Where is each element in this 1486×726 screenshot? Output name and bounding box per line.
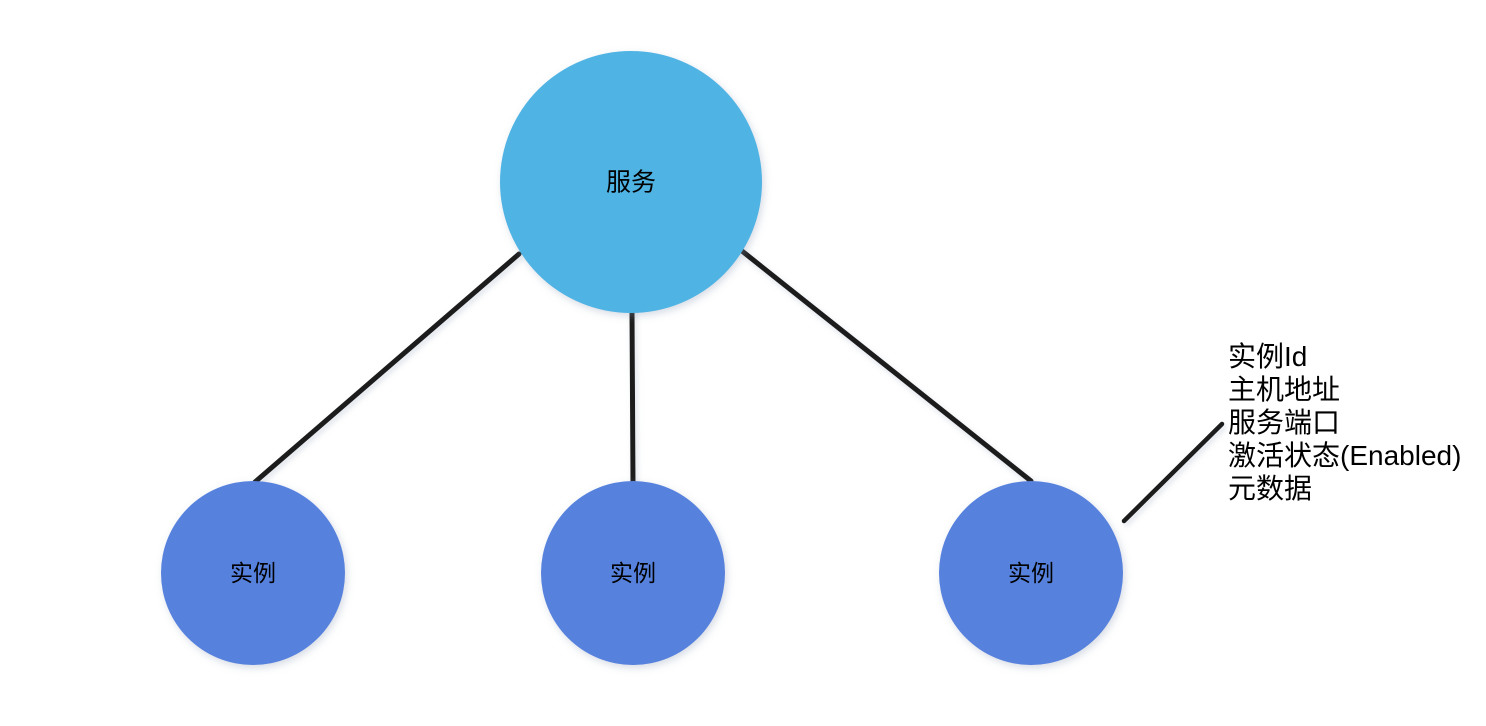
- node-instance-1-label: 实例: [230, 560, 276, 586]
- node-instance-2[interactable]: 实例: [541, 481, 725, 665]
- edge-service-instance-2: [629, 308, 636, 486]
- node-instance-3[interactable]: 实例: [939, 481, 1123, 665]
- node-instance-1[interactable]: 实例: [161, 481, 345, 665]
- annotation-leader-line: [1121, 421, 1225, 524]
- annotation-leader-group: [1121, 421, 1225, 524]
- edge-service-instance-1: [252, 251, 522, 485]
- instance-attribute-line: 元数据: [1228, 473, 1312, 504]
- node-instance-2-label: 实例: [610, 560, 656, 586]
- node-instance-2-circle[interactable]: [541, 481, 725, 665]
- node-instance-3-label: 实例: [1008, 560, 1054, 586]
- edge-service-instance-3: [739, 248, 1034, 484]
- node-instance-1-circle[interactable]: [161, 481, 345, 665]
- instance-attribute-line: 激活状态(Enabled): [1228, 440, 1461, 471]
- node-service-label: 服务: [606, 169, 656, 197]
- instance-attribute-line: 实例Id: [1228, 341, 1307, 372]
- node-service-circle[interactable]: [500, 51, 762, 313]
- node-instance-3-circle[interactable]: [939, 481, 1123, 665]
- instance-attribute-line: 主机地址: [1228, 374, 1340, 405]
- node-service[interactable]: 服务: [500, 51, 762, 313]
- instance-attribute-line: 服务端口: [1228, 407, 1340, 438]
- edge-group: [252, 248, 1034, 486]
